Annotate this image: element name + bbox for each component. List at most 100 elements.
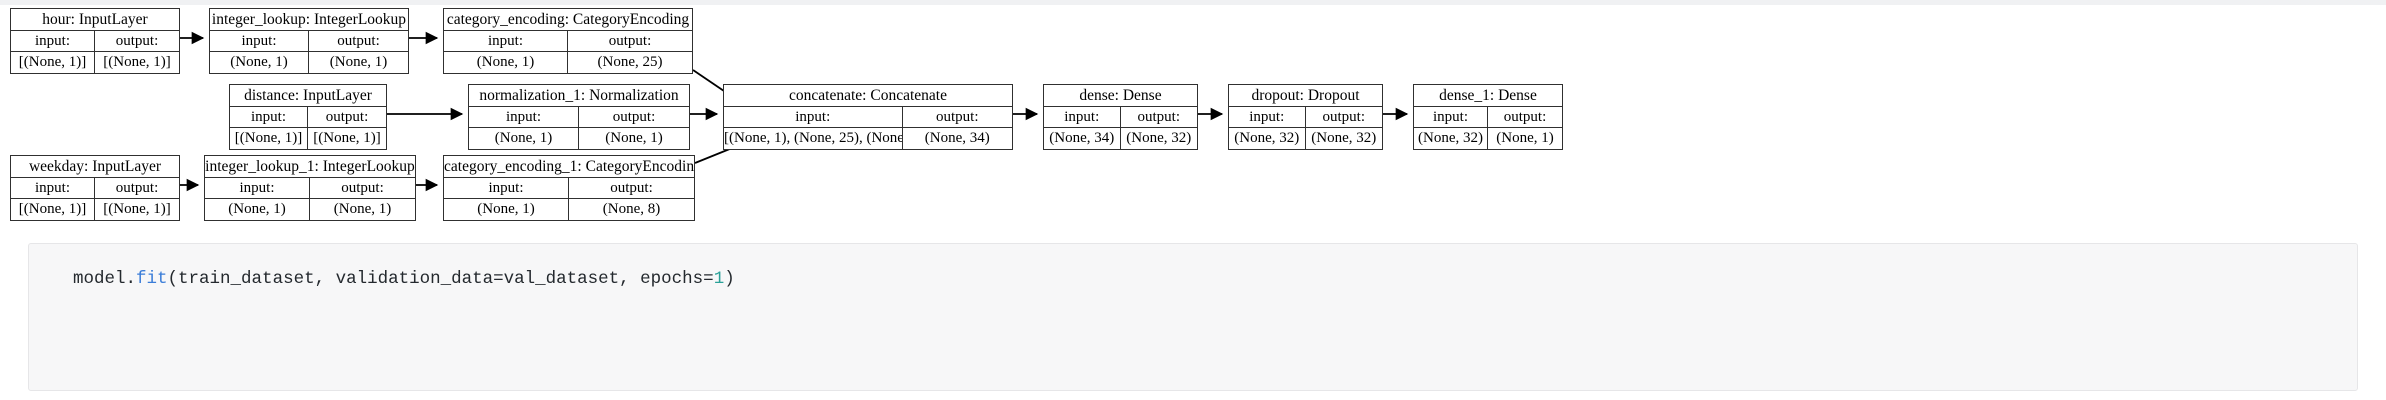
node-io-shapes: (None, 1) (None, 25) [444, 52, 692, 73]
code-token: 1 [713, 269, 725, 289]
node-io-labels: input: output: [210, 31, 408, 52]
input-label: input: [469, 107, 579, 127]
node-category-encoding[interactable]: category_encoding: CategoryEncoding inpu… [443, 8, 693, 74]
code-token: (train_dataset, validation_data [167, 269, 494, 289]
input-label: input: [210, 31, 309, 51]
output-shape: (None, 1) [333, 201, 392, 217]
output-label: output: [612, 109, 656, 125]
top-strip [0, 0, 2386, 5]
input-shape: (None, 1) [444, 52, 568, 73]
output-shape: [(None, 1)] [103, 201, 171, 217]
node-io-shapes: (None, 1) (None, 1) [469, 128, 689, 149]
output-label: output: [337, 33, 380, 49]
code-token: ) [724, 269, 735, 289]
output-label: output: [1503, 109, 1547, 125]
output-label: output: [1137, 109, 1180, 125]
node-title: distance: InputLayer [230, 85, 386, 107]
input-label: input: [444, 178, 569, 198]
node-io-shapes: (None, 1) (None, 8) [444, 199, 694, 220]
node-integer-lookup-1[interactable]: integer_lookup_1: IntegerLookup input: o… [204, 155, 416, 221]
output-shape: (None, 1) [1496, 130, 1554, 146]
output-shape: (None, 1) [329, 54, 388, 70]
node-title: hour: InputLayer [11, 9, 179, 31]
node-hour[interactable]: hour: InputLayer input: output: [(None, … [10, 8, 180, 74]
code-token: = [703, 269, 714, 289]
node-weekday[interactable]: weekday: InputLayer input: output: [(Non… [10, 155, 180, 221]
input-label: input: [724, 107, 903, 127]
node-io-labels: input: output: [1044, 107, 1197, 128]
input-shape: [(None, 1)] [230, 128, 308, 149]
input-label: input: [205, 178, 310, 198]
node-concatenate[interactable]: concatenate: Concatenate input: output: … [723, 84, 1013, 150]
node-title: dense_1: Dense [1414, 85, 1562, 107]
input-shape: (None, 1) [469, 128, 579, 149]
input-shape: (None, 34) [1044, 128, 1121, 149]
node-distance[interactable]: distance: InputLayer input: output: [(No… [229, 84, 387, 150]
input-label: input: [1044, 107, 1121, 127]
output-shape: (None, 32) [1311, 130, 1377, 146]
node-normalization-1[interactable]: normalization_1: Normalization input: ou… [468, 84, 690, 150]
output-shape: (None, 25) [597, 54, 663, 70]
node-io-labels: input: output: [11, 31, 179, 52]
input-shape: (None, 1) [444, 199, 569, 220]
node-io-labels: input: output: [724, 107, 1012, 128]
node-io-shapes: (None, 1) (None, 1) [205, 199, 415, 220]
node-dropout[interactable]: dropout: Dropout input: output: (None, 3… [1228, 84, 1383, 150]
input-label: input: [11, 178, 95, 198]
output-label: output: [115, 33, 159, 49]
node-title: normalization_1: Normalization [469, 85, 689, 107]
input-shape: (None, 1) [210, 52, 309, 73]
node-dense-1[interactable]: dense_1: Dense input: output: (None, 32)… [1413, 84, 1563, 150]
input-shape: [(None, 1)] [11, 199, 95, 220]
node-category-encoding-1[interactable]: category_encoding_1: CategoryEncoding in… [443, 155, 695, 221]
output-label: output: [115, 180, 159, 196]
output-shape: (None, 34) [924, 130, 990, 146]
node-dense[interactable]: dense: Dense input: output: (None, 34) (… [1043, 84, 1198, 150]
input-label: input: [444, 31, 568, 51]
input-shape: (None, 32) [1229, 128, 1306, 149]
code-cell-panel[interactable]: model.fit(train_dataset, validation_data… [28, 243, 2358, 391]
input-label: input: [1414, 107, 1488, 127]
input-shape: (None, 32) [1414, 128, 1488, 149]
output-shape: [(None, 1)] [103, 54, 171, 70]
node-io-labels: input: output: [1229, 107, 1382, 128]
code-token: . [125, 269, 137, 289]
node-title: weekday: InputLayer [11, 156, 179, 178]
node-io-labels: input: output: [444, 31, 692, 52]
output-label: output: [1322, 109, 1365, 125]
node-title: category_encoding: CategoryEncoding [444, 9, 692, 31]
node-io-shapes: (None, 32) (None, 1) [1414, 128, 1562, 149]
code-token: model [73, 269, 126, 289]
output-shape: (None, 1) [605, 130, 663, 146]
node-io-shapes: [(None, 1)] [(None, 1)] [11, 199, 179, 220]
node-io-shapes: [(None, 1)] [(None, 1)] [11, 52, 179, 73]
node-io-labels: input: output: [230, 107, 386, 128]
input-label: input: [11, 31, 95, 51]
output-shape: (None, 32) [1126, 130, 1192, 146]
input-shape: [(None, 1)] [11, 52, 95, 73]
output-label: output: [341, 180, 384, 196]
node-io-shapes: [(None, 1)] [(None, 1)] [230, 128, 386, 149]
node-io-labels: input: output: [11, 178, 179, 199]
output-label: output: [610, 180, 653, 196]
output-label: output: [325, 109, 369, 125]
code-token: = [493, 269, 504, 289]
node-io-labels: input: output: [469, 107, 689, 128]
output-label: output: [936, 109, 979, 125]
node-io-labels: input: output: [444, 178, 694, 199]
code-line[interactable]: model.fit(train_dataset, validation_data… [73, 269, 735, 289]
code-token: val_dataset, epochs [503, 269, 704, 289]
node-title: category_encoding_1: CategoryEncoding [444, 156, 694, 178]
output-shape: (None, 8) [602, 201, 661, 217]
model-architecture-diagram: hour: InputLayer input: output: [(None, … [10, 8, 1563, 221]
node-title: concatenate: Concatenate [724, 85, 1012, 107]
input-label: input: [1229, 107, 1306, 127]
node-title: integer_lookup: IntegerLookup [210, 9, 408, 31]
node-integer-lookup[interactable]: integer_lookup: IntegerLookup input: out… [209, 8, 409, 74]
node-io-shapes: (None, 32) (None, 32) [1229, 128, 1382, 149]
input-shape: (None, 1) [205, 199, 310, 220]
node-title: dropout: Dropout [1229, 85, 1382, 107]
node-title: integer_lookup_1: IntegerLookup [205, 156, 415, 178]
output-shape: [(None, 1)] [313, 130, 381, 146]
node-io-labels: input: output: [205, 178, 415, 199]
